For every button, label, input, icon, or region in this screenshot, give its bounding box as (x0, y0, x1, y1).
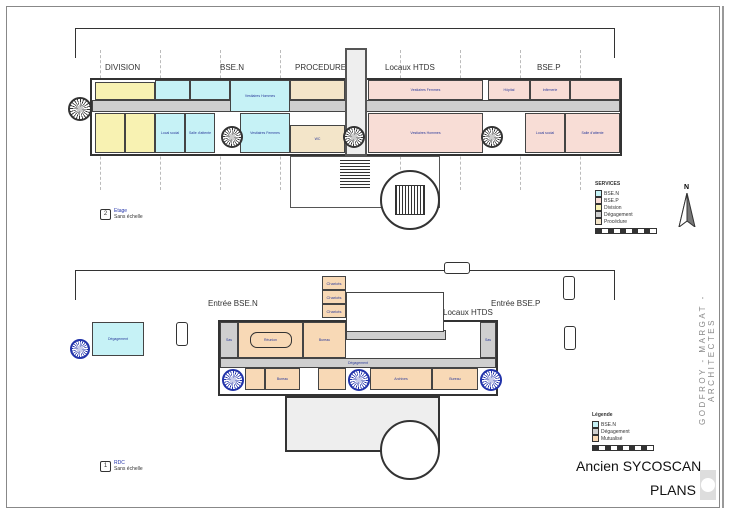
room: Sas (220, 322, 238, 358)
legend-item: BSE.P (595, 197, 657, 204)
room: Vestiaires Hommes (230, 80, 290, 112)
zone-label-procedure: PROCEDURE (295, 63, 347, 72)
legend-item: BSE.N (595, 190, 657, 197)
firm-name: GODFROY - MARGAT - ARCHITECTES (698, 294, 716, 426)
annex-outline (290, 156, 440, 208)
plan-number: 2 (100, 208, 111, 220)
room: Dégagement (92, 322, 144, 356)
room (95, 113, 125, 153)
frame-edge (722, 6, 724, 508)
tower-stair (395, 185, 425, 215)
zone-label-locaux: Locaux HTDS (385, 63, 435, 72)
room (318, 368, 346, 390)
room (245, 368, 265, 390)
legend-item: Division (595, 204, 657, 211)
site-outline (75, 28, 615, 58)
spiral-stair-icon (68, 97, 92, 121)
room: Vestiaires Hommes (368, 113, 483, 153)
car-icon (564, 326, 576, 350)
room: Salle d'attente (565, 113, 620, 153)
sheet-subtitle: PLANS (650, 482, 696, 498)
scale-bar (592, 445, 654, 451)
ground-legend: Légende BSE.N Dégagement Mutualisé (592, 412, 654, 451)
project-title: Ancien SYCOSCAN (576, 458, 702, 474)
stair-flight (340, 160, 370, 188)
room (125, 113, 155, 153)
room: Chariots (322, 276, 346, 290)
legend-item: Procédure (595, 218, 657, 225)
car-icon (176, 322, 188, 346)
room (570, 80, 620, 100)
zone-label-entree-bse-p: Entrée BSE.P (491, 299, 541, 308)
zone-label-locaux: Locaux HTDS (443, 308, 493, 317)
title-strip: GODFROY - MARGAT - ARCHITECTES (696, 255, 720, 505)
room: Bureau (303, 322, 346, 358)
legend-item: Dégagement (595, 211, 657, 218)
scale-bar (595, 228, 657, 234)
site-outline (75, 270, 615, 300)
legend-title: Légende (592, 412, 613, 418)
meeting-table: Réunion (249, 332, 292, 348)
plan-title: RDC (114, 460, 125, 466)
room: Infirmerie (530, 80, 570, 100)
legend-item: Mutualisé (592, 435, 654, 442)
room: Sas (480, 322, 496, 358)
room: Bureau (432, 368, 478, 390)
spiral-stair-icon (480, 369, 502, 391)
spiral-stair-icon (348, 369, 370, 391)
room: Dégagement (220, 358, 496, 368)
car-icon (444, 262, 470, 274)
courtyard (346, 292, 444, 332)
plan-number: 1 (100, 460, 111, 472)
legend-title: SERVICES (595, 181, 621, 187)
plan-title: Etage (114, 208, 128, 214)
zone-label-bse-p: BSE.P (537, 63, 561, 72)
north-arrow-icon: N (677, 184, 697, 227)
room: Chariots (322, 304, 346, 318)
room: Archives (370, 368, 432, 390)
car-icon (563, 276, 575, 300)
room: WC (290, 125, 345, 153)
sheet-frame (6, 6, 720, 508)
room: Réunion (238, 322, 303, 358)
room (155, 80, 190, 100)
room: Bureau (265, 368, 300, 390)
room: Local social (155, 113, 185, 153)
firm-logo (700, 470, 716, 500)
zone-label-division: DIVISION (105, 63, 141, 72)
room: Local social (525, 113, 565, 153)
zone-label-bse-n: BSE.N (220, 63, 245, 72)
room: Vestiaires Femmes (240, 113, 290, 153)
room: Vestiaires Femmes (368, 80, 483, 100)
spiral-stair-icon (343, 126, 365, 148)
room (290, 80, 345, 100)
spiral-stair-icon (222, 369, 244, 391)
legend-item: Dégagement (592, 428, 654, 435)
room: Chariots (322, 290, 346, 304)
room (95, 82, 155, 100)
services-legend: SERVICES BSE.N BSE.P Division Dégagement… (595, 181, 657, 234)
spiral-stair-icon (70, 339, 90, 359)
plan-scale: Sans échelle (114, 466, 143, 472)
legend-item: BSE.N (592, 421, 654, 428)
spiral-stair-icon (221, 126, 243, 148)
plan-scale: Sans échelle (114, 214, 143, 220)
room: Hôpital (488, 80, 530, 100)
room: Salle d'attente (185, 113, 215, 153)
round-tower (380, 420, 440, 480)
zone-label-entree-bse-n: Entrée BSE.N (208, 299, 258, 308)
spiral-stair-icon (481, 126, 503, 148)
room (190, 80, 230, 100)
